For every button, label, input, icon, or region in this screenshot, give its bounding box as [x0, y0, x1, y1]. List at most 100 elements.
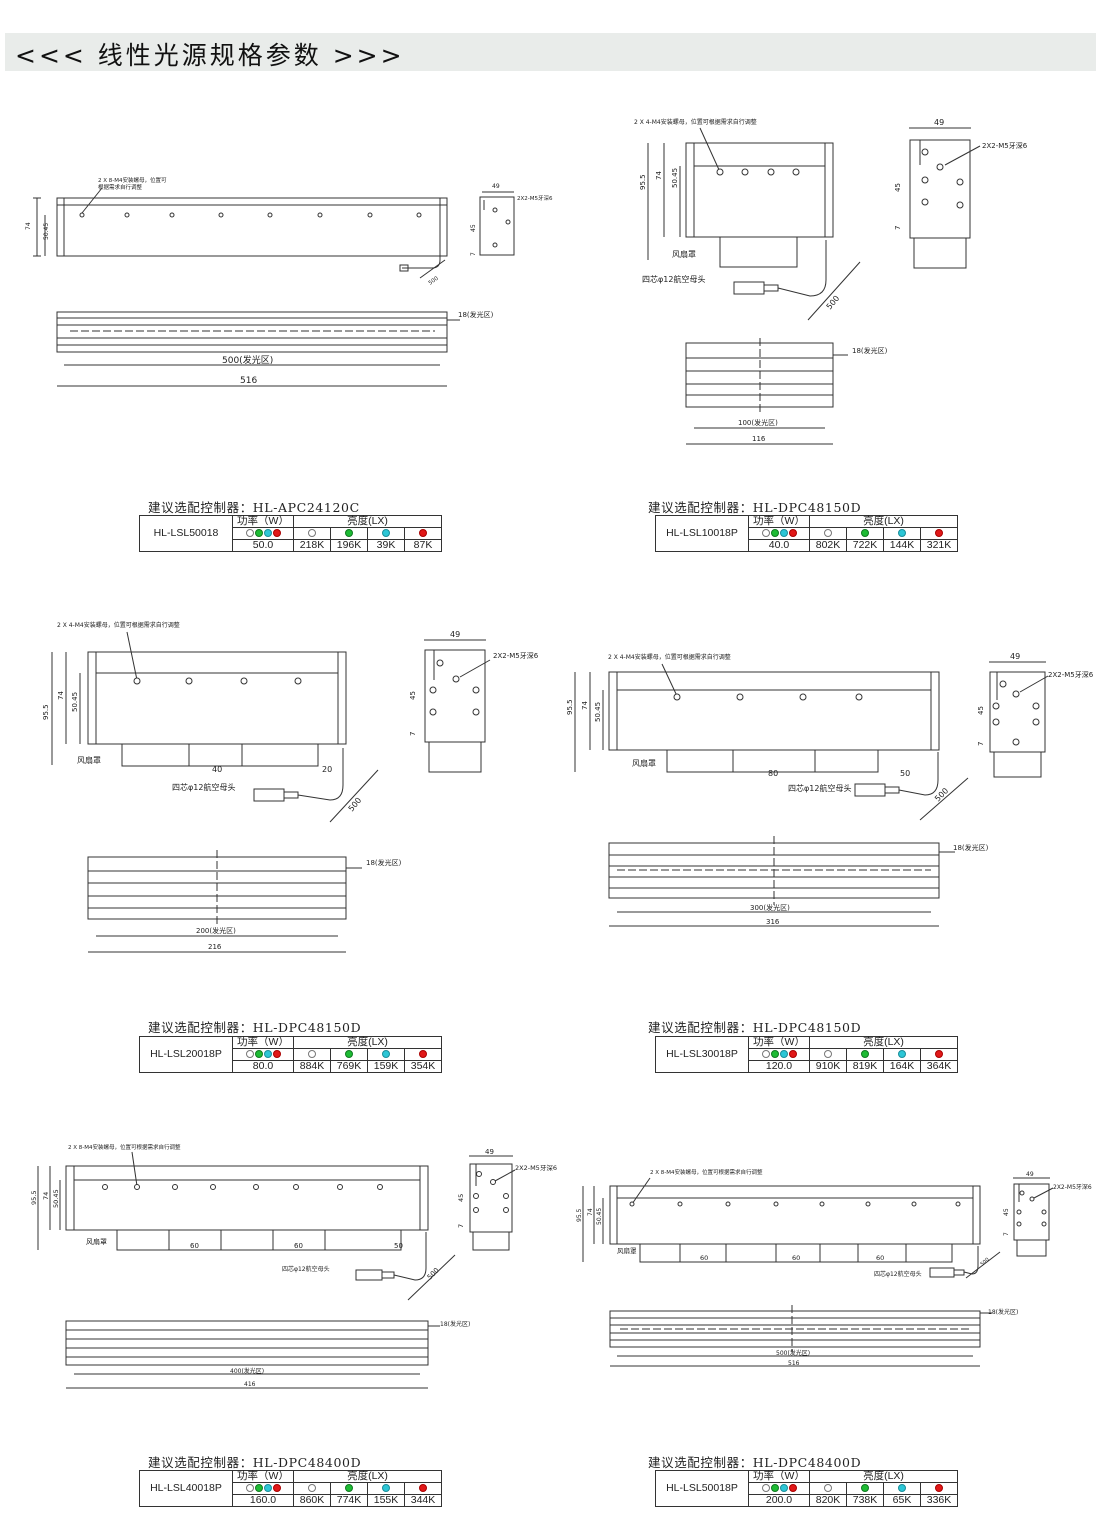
spec-table: HL-LSL50018P 功率（W） 亮度(LX) 200.0 820K 738…: [655, 1470, 958, 1507]
brightness-header: 亮度(LX): [809, 1470, 958, 1483]
mount-note: 2 X 8-M4安装螺母，位置可: [98, 176, 167, 184]
svg-text:40: 40: [212, 765, 222, 774]
recommended-controller: 建议选配控制器：HL-APC24120C: [148, 500, 360, 515]
power-value: 80.0: [232, 1060, 294, 1073]
red-led-icon: [419, 1484, 427, 1493]
svg-text:500: 500: [933, 786, 950, 803]
brightness-header: 亮度(LX): [293, 1036, 442, 1049]
svg-text:416: 416: [244, 1381, 256, 1388]
svg-text:7: 7: [409, 732, 417, 736]
svg-text:7: 7: [1003, 1232, 1010, 1236]
blue-led-icon: [382, 1050, 390, 1059]
svg-text:49: 49: [934, 118, 944, 127]
lux-blue: 159K: [367, 1060, 405, 1073]
color-legend: [748, 527, 810, 540]
lux-white: 218K: [293, 539, 331, 552]
svg-text:18(发光区): 18(发光区): [852, 346, 888, 355]
lux-green: 819K: [846, 1060, 884, 1073]
body-side-view: [479, 196, 515, 256]
svg-text:2X2-M5牙深6: 2X2-M5牙深6: [493, 651, 539, 660]
svg-text:95.5: 95.5: [576, 1208, 583, 1222]
green-led-icon: [770, 1050, 779, 1059]
lux-blue: 144K: [883, 539, 921, 552]
green-led-icon: [345, 1484, 353, 1493]
recommended-controller: 建议选配控制器：HL-DPC48400D: [648, 1455, 862, 1470]
drawing-lsl40018p: 2 X 8-M4安装螺母，位置可根据需求自行调整 风扇罩 60 60 50 95…: [30, 1143, 557, 1389]
blue-led-icon: [779, 1484, 788, 1493]
blue-led-icon: [779, 1050, 788, 1059]
white-led-icon: [245, 529, 254, 538]
white-led-icon: [308, 1050, 316, 1059]
svg-text:49: 49: [450, 630, 460, 639]
white-led-icon: [761, 529, 770, 538]
svg-text:300(发光区): 300(发光区): [750, 903, 790, 912]
mount-note: 2 X 8-M4安装螺母，位置可根据需求自行调整: [650, 1168, 763, 1176]
svg-text:45: 45: [457, 1194, 465, 1202]
body-front-view: [608, 671, 940, 751]
white-led-icon: [308, 529, 316, 538]
svg-text:500(发光区): 500(发光区): [776, 1349, 810, 1357]
svg-text:50.45: 50.45: [671, 168, 679, 188]
lux-red: 321K: [920, 539, 958, 552]
model-name: HL-LSL50018P: [655, 1470, 749, 1507]
svg-text:116: 116: [752, 435, 766, 443]
brightness-header: 亮度(LX): [293, 1470, 442, 1483]
lux-red: 336K: [920, 1494, 958, 1507]
fan-cover: [666, 749, 879, 773]
svg-text:95.5: 95.5: [639, 174, 647, 190]
svg-text:74: 74: [25, 222, 32, 230]
svg-text:45: 45: [409, 691, 417, 700]
svg-text:516: 516: [240, 376, 257, 386]
power-value: 40.0: [748, 539, 810, 552]
mount-holes: [79, 212, 422, 218]
green-led-icon: [254, 529, 263, 538]
svg-text:2X2-M5牙深6: 2X2-M5牙深6: [1048, 670, 1094, 679]
lux-red: 344K: [404, 1494, 442, 1507]
lux-red: 354K: [404, 1060, 442, 1073]
svg-text:316: 316: [766, 918, 780, 926]
drawing-lsl30018p: 2 X 4-M4安装螺母，位置可根据需求自行调整 风扇罩 80 50 95.5 …: [566, 652, 1094, 927]
spec-table: HL-LSL50018 功率（W） 亮度(LX) 50.0 218K 196K …: [139, 515, 442, 552]
svg-text:200(发光区): 200(发光区): [196, 926, 236, 935]
svg-text:216: 216: [208, 943, 222, 951]
svg-text:60: 60: [876, 1254, 884, 1262]
svg-text:49: 49: [485, 1148, 494, 1156]
svg-text:74: 74: [587, 1208, 594, 1216]
svg-text:50.45: 50.45: [43, 223, 50, 240]
green-led-icon: [345, 529, 353, 538]
blue-led-icon: [898, 1050, 906, 1059]
svg-text:50.45: 50.45: [594, 702, 602, 722]
green-led-icon: [861, 1050, 869, 1059]
svg-text:18(发光区): 18(发光区): [440, 1320, 470, 1328]
blue-led-icon: [263, 1484, 272, 1493]
lux-white: 820K: [809, 1494, 847, 1507]
spec-table: HL-LSL40018P 功率（W） 亮度(LX) 160.0 860K 774…: [139, 1470, 442, 1507]
svg-text:60: 60: [190, 1242, 199, 1250]
model-name: HL-LSL40018P: [139, 1470, 233, 1507]
white-led-icon: [824, 1484, 832, 1493]
lux-blue: 155K: [367, 1494, 405, 1507]
blue-led-icon: [382, 529, 390, 538]
lux-red: 364K: [920, 1060, 958, 1073]
svg-text:500: 500: [426, 1266, 441, 1281]
svg-text:45: 45: [1003, 1208, 1010, 1216]
red-led-icon: [935, 529, 943, 538]
svg-text:风扇罩: 风扇罩: [77, 755, 101, 765]
svg-text:95.5: 95.5: [42, 704, 50, 720]
svg-text:7: 7: [470, 252, 477, 256]
red-led-icon: [272, 529, 281, 538]
red-led-icon: [935, 1050, 943, 1059]
svg-text:风扇罩: 风扇罩: [617, 1246, 637, 1255]
svg-text:500(发光区): 500(发光区): [222, 354, 273, 366]
svg-text:18(发光区): 18(发光区): [366, 858, 402, 867]
svg-text:95.5: 95.5: [566, 699, 574, 715]
svg-text:7: 7: [977, 742, 985, 746]
red-led-icon: [935, 1484, 943, 1493]
svg-text:50.45: 50.45: [71, 692, 79, 712]
lux-green: 722K: [846, 539, 884, 552]
white-led-icon: [245, 1050, 254, 1059]
color-legend: [748, 1048, 810, 1061]
mount-note: 2 X 4-M4安装螺母，位置可根据需求自行调整: [57, 621, 180, 629]
blue-led-icon: [898, 1484, 906, 1493]
